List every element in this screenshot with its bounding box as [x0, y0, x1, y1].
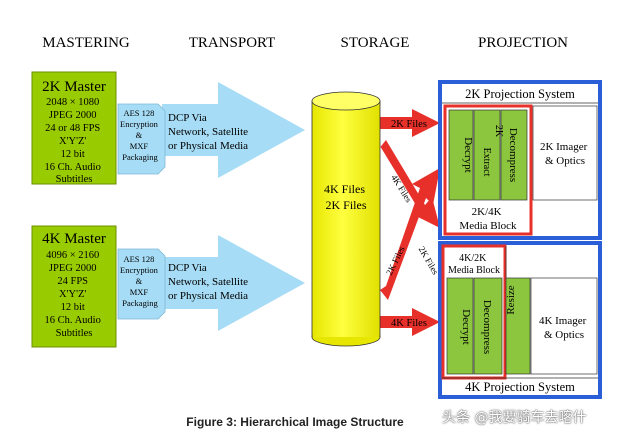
master-2k-box — [31, 71, 117, 185]
extract-2k-res-label: 2K — [493, 125, 504, 138]
arrow-top-2k-files — [380, 109, 440, 137]
watermark: 头条 @我要骑车去喀什 — [442, 410, 587, 426]
arrow-bottom-4k-files — [380, 308, 440, 336]
flow-label-cross-down-lower: 2K Files — [417, 245, 441, 277]
packaging-box-top — [117, 103, 166, 175]
decompress-2k-block — [500, 109, 528, 201]
flow-label-cross-up: 2K Files — [384, 244, 407, 276]
master-2k-title: 2K Master — [42, 79, 106, 95]
media-block-2k-label: 2K/4K Media Block — [459, 206, 517, 232]
master-4k-specs: 4096 × 2160 JPEG 2000 24 FPS X'Y'Z' 12 b… — [45, 250, 104, 339]
column-header-storage: STORAGE — [341, 35, 410, 51]
decompress-4k-block — [473, 277, 503, 375]
decrypt-4k-label: Decrypt — [460, 309, 472, 344]
column-header-mastering: MASTERING — [42, 35, 130, 51]
resize-4k-block — [505, 277, 531, 375]
transport-arrow-top — [162, 82, 305, 178]
imager-4k-label: 4K Imager & Optics — [539, 315, 589, 341]
column-header-projection: PROJECTION — [478, 35, 568, 51]
decrypt-2k-label: Decrypt — [462, 137, 474, 172]
media-block-4k-label: 4K/2K Media Block — [448, 253, 500, 276]
arrow-cross-down-4k-files — [378, 140, 440, 228]
flow-arrows — [378, 109, 440, 336]
figure-caption: Figure 3: Hierarchical Image Structure — [186, 415, 404, 429]
master-4k-box — [31, 225, 117, 348]
extract-2k-label: Extract — [481, 148, 492, 177]
projection-2k-title: 2K Projection System — [465, 87, 575, 101]
decompress-4k-label: Decompress — [481, 300, 493, 354]
decrypt-2k-block — [448, 109, 474, 201]
imager-4k-block — [530, 277, 598, 375]
storage-text: 4K Files 2K Files — [324, 182, 368, 212]
transport-text-top: DCP Via Network, Satellite or Physical M… — [168, 112, 251, 152]
resize-4k-label: Resize — [505, 285, 517, 314]
flow-label-bottom: 4K Files — [391, 318, 427, 329]
master-4k-title: 4K Master — [42, 231, 106, 247]
imager-2k-label: 2K Imager & Optics — [540, 141, 590, 167]
extract-2k-block — [473, 109, 501, 201]
imager-2k-block — [532, 105, 598, 201]
packaging-box-bottom — [117, 248, 166, 320]
arrow-cross-up-2k-files — [380, 168, 440, 300]
storage-cylinder — [311, 91, 381, 347]
decompress-2k-label: Decompress — [507, 128, 519, 182]
master-2k-specs: 2048 × 1080 JPEG 2000 24 or 48 FPS X'Y'Z… — [45, 97, 104, 185]
column-header-transport: TRANSPORT — [189, 35, 276, 51]
transport-arrow-bottom — [162, 235, 305, 331]
packaging-text-top: AES 128 Encryption & MXF Packaging — [120, 108, 160, 162]
flow-label-top: 2K Files — [391, 119, 427, 130]
projection-4k-title: 4K Projection System — [465, 380, 575, 394]
transport-text-bottom: DCP Via Network, Satellite or Physical M… — [168, 262, 251, 302]
packaging-text-bottom: AES 128 Encryption & MXF Packaging — [120, 254, 160, 308]
decrypt-4k-block — [446, 277, 474, 375]
